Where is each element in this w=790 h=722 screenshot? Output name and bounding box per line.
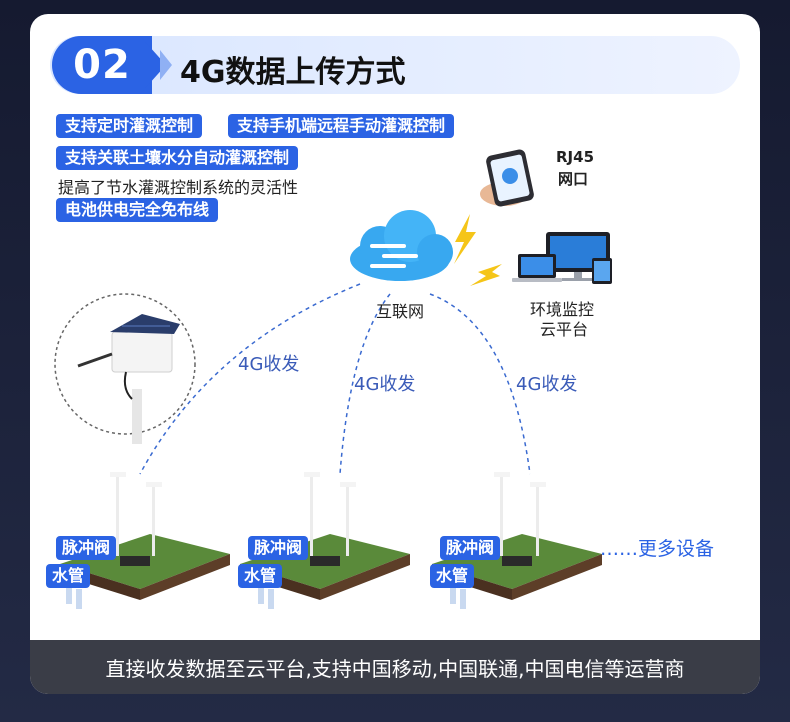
valve-label-site-3: 脉冲阀	[440, 536, 501, 560]
phone-label-line2: 网口	[558, 170, 589, 188]
link-label-2: 4G收发	[354, 374, 416, 395]
lightning-icon-1	[454, 214, 476, 264]
footer-banner: 直接收发数据至云平台,支持中国移动,中国联通,中国电信等运营商	[30, 640, 760, 694]
feature-note: 提高了节水灌溉控制系统的灵活性	[58, 178, 299, 197]
internet-label: 互联网	[376, 302, 425, 321]
section-number-badge: 02	[52, 36, 152, 94]
feature-tag-phone: 支持手机端远程手动灌溉控制	[228, 114, 455, 138]
footer-text: 直接收发数据至云平台,支持中国移动,中国联通,中国电信等运营商	[105, 656, 685, 681]
lightning-icon-2	[470, 264, 502, 286]
feature-tag-battery: 电池供电完全免布线	[56, 198, 219, 222]
link-line-1	[139, 283, 361, 475]
link-line-3	[429, 293, 531, 475]
platform-devices-icon	[512, 232, 612, 284]
chevron-small-icon	[160, 50, 172, 80]
cloud-icon	[350, 210, 453, 281]
controller-zoom-icon	[54, 293, 196, 444]
feature-tag-soil: 支持关联土壤水分自动灌溉控制	[56, 146, 299, 170]
link-label-1: 4G收发	[238, 354, 300, 375]
pipe-label-site-2: 水管	[238, 564, 283, 588]
platform-label-line2: 云平台	[540, 320, 589, 339]
more-devices-label: ……更多设备	[600, 538, 715, 560]
network-diagram	[54, 149, 612, 609]
pipe-label-site-1: 水管	[46, 564, 91, 588]
section-title: 4G数据上传方式	[180, 55, 406, 90]
smartphone-icon	[480, 149, 534, 207]
phone-label-line1: RJ45	[556, 148, 595, 166]
feature-tag-timed: 支持定时灌溉控制	[56, 114, 203, 138]
pipe-label-site-3: 水管	[430, 564, 475, 588]
platform-label-line1: 环境监控	[530, 300, 595, 319]
valve-label-site-2: 脉冲阀	[248, 536, 309, 560]
valve-label-site-1: 脉冲阀	[56, 536, 117, 560]
link-label-3: 4G收发	[516, 374, 578, 395]
content-card: 02 4G数据上传方式 支持定时灌溉控制 支持手机端远程手动灌溉控制 支持关联土…	[30, 14, 760, 694]
